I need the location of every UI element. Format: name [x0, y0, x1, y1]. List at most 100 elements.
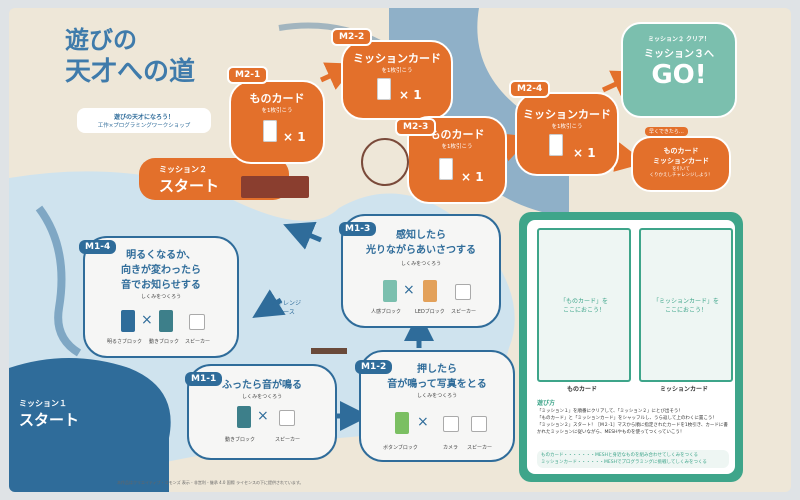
station-building-icon	[241, 176, 309, 198]
m2-3-sub: を1枚引こう	[441, 144, 473, 150]
times-icon: ×	[257, 408, 269, 424]
object-card-icon	[263, 120, 277, 142]
m2-2-node[interactable]: ミッションカード を1枚引こう × 1	[341, 40, 453, 120]
mission1-start-panel: ミッション１ スタート	[19, 398, 79, 430]
m2-bonus-sub: を引いて くりかえしチャレンジしよう！	[649, 167, 713, 178]
m2-2-tag: M2-2	[331, 28, 373, 46]
challenge-line1: チャレンジ	[271, 300, 301, 307]
m1-1-part2: スピーカー	[275, 437, 301, 443]
title-line2: 天才への道	[65, 57, 196, 87]
object-card-slot-text: 「ものカード」を ここにおこう！	[559, 298, 608, 314]
m2-2-count: × 1	[399, 88, 422, 102]
m2-bonus-hint: 早くできたら…	[645, 127, 688, 136]
subtitle-line2: 工作×プログラミングワークショップ	[97, 123, 191, 129]
m1-4-title2: 向きが変わったら	[121, 265, 201, 276]
m1-3-title1: 感知したら	[396, 230, 446, 241]
times-icon: ×	[141, 312, 153, 328]
m1-3-part1: 人感ブロック	[371, 309, 402, 315]
goal-clear: ミッション２ クリア！	[647, 36, 711, 43]
m2-4-sub: を1枚引こう	[551, 124, 583, 130]
m1-2-sub: しくみをつくろう	[416, 393, 458, 399]
m1-4-part1: 明るさブロック	[107, 339, 143, 345]
m2-bonus-line2: ミッションカード	[653, 157, 709, 165]
motion-block-icon	[159, 310, 173, 332]
m2-4-node[interactable]: ミッションカード を1枚引こう × 1	[515, 92, 619, 176]
speaker-icon	[279, 410, 295, 426]
button-block-icon	[395, 412, 409, 434]
m2-2-sub: を1枚引こう	[381, 68, 413, 74]
camera-icon	[443, 416, 459, 432]
m1-2-part1: ボタンブロック	[383, 445, 418, 451]
legend-mission: ミッションカード・・・・・・MESHでプログラミングに挑戦してしくみをつくる	[541, 460, 707, 465]
ferris-wheel-icon	[361, 138, 409, 186]
m2-4-tag: M2-4	[509, 80, 551, 98]
howto-step-3: 「ミッション２」スタート！［M２-1］マスから順に指定されたカードを1枚引き、カ…	[537, 423, 728, 435]
m2-bonus-node[interactable]: ものカード ミッションカード を引いて くりかえしチャレンジしよう！	[631, 136, 731, 192]
howto-list: 「ミッション１」を順番にクリアして、「ミッション２」にとび出そう！ 「ものカード…	[537, 408, 729, 436]
goal-node[interactable]: ミッション２ クリア！ ミッション３へ GO!	[621, 22, 737, 118]
subtitle-box: 遊びの天才になろう！ 工作×プログラミングワークショップ	[77, 108, 211, 133]
m2-2-title: ミッションカード	[353, 52, 441, 65]
m1-3-part2: LEDブロック	[415, 309, 445, 315]
m2-1-sub: を1枚引こう	[261, 108, 293, 114]
m1-4-title1: 明るくなるか、	[126, 250, 196, 261]
m1-3-sub: しくみをつくろう	[400, 261, 442, 267]
mission-card-icon	[549, 134, 563, 156]
mission-card-icon	[377, 78, 391, 100]
object-card-label: ものカード	[566, 386, 597, 393]
m2-1-node[interactable]: ものカード を1枚引こう × 1	[229, 80, 325, 164]
speaker-icon	[455, 284, 471, 300]
goal-title: ミッション３へ	[644, 49, 714, 60]
m1-3-tag: M1-3	[339, 222, 377, 236]
m1-4-title3: 音でお知らせする	[121, 280, 201, 291]
m1-2-part3: スピーカー	[467, 445, 493, 451]
m1-4-tag: M1-4	[79, 240, 117, 254]
speaker-icon	[189, 314, 205, 330]
subtitle-line1: 遊びの天才になろう！	[113, 114, 174, 121]
mission2-start-title: スタート	[159, 177, 220, 195]
m1-1-tag: M1-1	[185, 372, 223, 386]
m1-4-part3: スピーカー	[185, 339, 211, 345]
howto-step-2: 「ものカード」と「ミッションカード」をシャッフルし、うら返して上のわくに置こう！	[537, 416, 717, 421]
times-icon: ×	[417, 414, 429, 430]
m1-4-sub: しくみをつくろう	[140, 294, 182, 300]
m2-3-count: × 1	[461, 170, 484, 184]
object-card-icon	[439, 158, 453, 180]
mission-card-slot[interactable]: 「ミッションカード」を ここにおこう！	[639, 228, 733, 382]
m1-4-node[interactable]: 明るくなるか、 向きが変わったら 音でお知らせする しくみをつくろう × 明るさ…	[83, 236, 239, 358]
legend-object: ものカード・・・・・・・MESHと身近なものを組み合わせてしくみをつくる	[541, 453, 699, 458]
card-area-panel: 「ものカード」を ここにおこう！ 「ミッションカード」を ここにおこう！ ものカ…	[519, 212, 743, 482]
legend-box: ものカード・・・・・・・MESHと身近なものを組み合わせてしくみをつくる ミッシ…	[537, 450, 729, 468]
m1-4-part2: 動きブロック	[149, 339, 180, 345]
m1-1-title: ふったら音が鳴る	[222, 380, 302, 391]
challenge-course-label: チャレンジ コース	[271, 298, 301, 316]
challenge-line2: コース	[277, 309, 295, 316]
game-board: 遊びの 天才への道 遊びの天才になろう！ 工作×プログラミングワークショップ ミ…	[9, 8, 791, 492]
brightness-block-icon	[121, 310, 135, 332]
goal-go: GO!	[651, 60, 707, 90]
title-line1: 遊びの	[65, 26, 137, 54]
m1-2-part2: カメラ	[443, 445, 459, 451]
m2-4-title: ミッションカード	[523, 108, 611, 121]
led-block-icon	[423, 280, 437, 302]
mission1-start-label: ミッション１	[19, 399, 67, 408]
m1-1-part1: 動きブロック	[225, 437, 256, 443]
m1-2-tag: M1-2	[355, 360, 393, 374]
m2-bonus-line1: ものカード	[663, 147, 699, 155]
mission-card-slot-text: 「ミッションカード」を ここにおこう！	[652, 298, 719, 314]
mission2-start-label: ミッション２	[159, 165, 207, 174]
mission-card-label: ミッションカード	[659, 386, 708, 393]
howto-title: 遊び方	[537, 400, 556, 407]
sailing-ship-icon	[311, 326, 347, 354]
m2-3-tag: M2-3	[395, 118, 437, 136]
m1-1-sub: しくみをつくろう	[241, 394, 283, 400]
howto-step-1: 「ミッション１」を順番にクリアして、「ミッション２」にとび出そう！	[537, 409, 683, 414]
m2-1-count: × 1	[283, 130, 306, 144]
object-card-slot[interactable]: 「ものカード」を ここにおこう！	[537, 228, 631, 382]
m2-3-title: ものカード	[429, 128, 485, 141]
times-icon: ×	[403, 282, 415, 298]
m1-3-part3: スピーカー	[451, 309, 477, 315]
game-title: 遊びの 天才への道	[65, 20, 195, 88]
license-footer: 本作品はクリエイティブ・コモンズ 表示 - 非営利 - 継承 4.0 国際 ライ…	[117, 480, 304, 485]
m2-4-count: × 1	[573, 146, 596, 160]
